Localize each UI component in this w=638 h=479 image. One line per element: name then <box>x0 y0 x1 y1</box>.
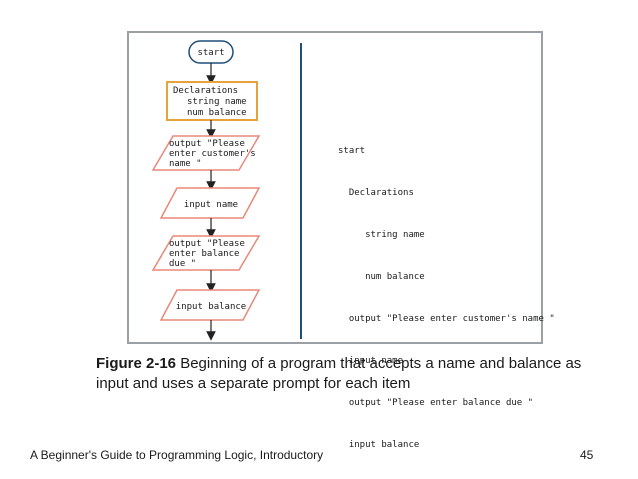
figure-label: Figure 2-16 <box>96 355 177 372</box>
output-prompt-balance-line-2: enter balance <box>169 249 239 259</box>
pseudocode-line: input name <box>338 356 404 366</box>
footer-title: A Beginner's Guide to Programming Logic,… <box>30 448 324 462</box>
page-number: 45 <box>580 448 594 462</box>
pseudocode-block: start Declarations string name num balan… <box>338 116 555 466</box>
output-prompt-name-line-2: enter customer's <box>169 149 256 159</box>
output-prompt-name-line-3: name " <box>169 159 202 169</box>
output-prompt-balance-line-1: output "Please <box>169 239 245 249</box>
input-balance-shape <box>159 289 261 321</box>
start-label: start <box>197 48 224 58</box>
pseudocode-line: string name <box>338 230 425 240</box>
input-name-label: input name <box>184 200 238 210</box>
output-prompt-name-line-1: output "Please <box>169 139 245 149</box>
declarations-line-2: num balance <box>187 108 247 118</box>
output-prompt-balance-shape <box>151 235 261 271</box>
pseudocode-line: Declarations <box>338 188 414 198</box>
pseudocode-line: output "Please enter customer's name " <box>338 314 555 324</box>
output-prompt-balance-line-3: due " <box>169 259 196 269</box>
output-prompt-name-shape <box>151 135 261 171</box>
pseudocode-line: output "Please enter balance due " <box>338 398 534 408</box>
figure-caption: Figure 2-16 Beginning of a program that … <box>96 354 616 394</box>
flowchart: start Declarations string name num balan… <box>151 40 302 341</box>
figure-box: start Declarations string name num balan… <box>127 31 543 344</box>
declarations-box <box>166 81 258 121</box>
pseudocode-line: start <box>338 146 366 156</box>
pseudocode-line: input balance <box>338 440 420 450</box>
declarations-title: Declarations <box>173 86 238 96</box>
pseudocode-line: num balance <box>338 272 425 282</box>
input-balance-label: input balance <box>176 302 246 312</box>
input-name-shape <box>159 187 261 219</box>
declarations-line-1: string name <box>187 97 247 107</box>
figure-caption-text: Beginning of a program that accepts a na… <box>96 355 582 392</box>
